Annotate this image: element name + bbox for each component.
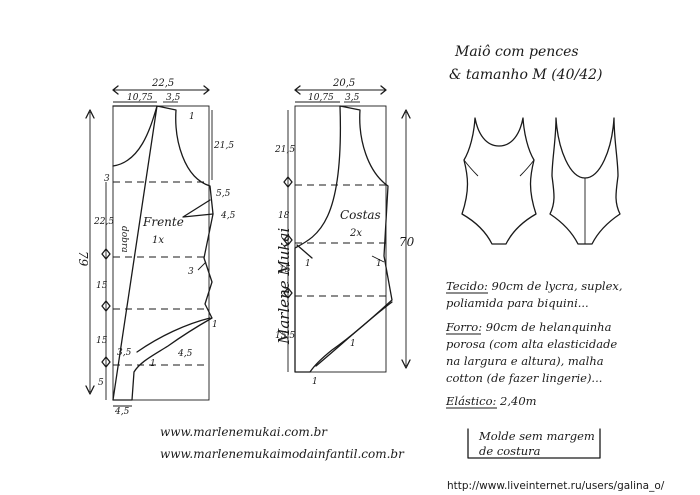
front-frame xyxy=(112,105,210,401)
seam-box xyxy=(467,428,601,459)
fabric-notes: Tecido: 90cm de lycra, suplex, poliamida… xyxy=(445,279,623,409)
title-line-1: Maiô com pences xyxy=(454,44,579,60)
back-label: Costas xyxy=(340,208,381,222)
front-top-mark: 1 xyxy=(189,112,195,122)
back-mark-c: 1 xyxy=(350,339,356,349)
back-mark-a: 1 xyxy=(305,259,311,269)
front-sketch-dart-left xyxy=(463,159,479,177)
back-dart-top xyxy=(296,244,313,259)
back-seg-b: 18 xyxy=(278,211,290,221)
back-seg-d: 15,5 xyxy=(275,331,295,341)
front-width-right: 3,5 xyxy=(166,93,181,103)
front-fold-label: dobra xyxy=(119,226,129,253)
front-seg-d: 15 xyxy=(96,336,108,346)
signature: Marlene Mukai xyxy=(275,227,293,345)
swimsuit-front-sketch xyxy=(461,117,537,245)
front-seg-ticks xyxy=(101,248,111,368)
front-side-c: 4,5 xyxy=(220,211,236,221)
front-sketch-dart-right xyxy=(519,159,535,177)
front-waist-dart xyxy=(197,261,207,271)
front-side-e: 1 xyxy=(212,320,218,330)
notes-line-3: Forro: 90cm de helanquinha xyxy=(445,320,612,334)
notes-line-7: Elástico: 2,40m xyxy=(445,394,537,408)
front-outline xyxy=(112,105,214,401)
front-seg-a: 21,5 xyxy=(213,141,234,151)
back-width-left: 10,75 xyxy=(308,93,334,103)
front-seg-c: 15 xyxy=(96,281,108,291)
back-height-arrows xyxy=(401,109,411,369)
front-seg-b: 22,5 xyxy=(93,217,114,227)
front-height-total: 79 xyxy=(76,251,90,267)
front-bottom: 4,5 xyxy=(114,407,130,417)
signature-text: Marlene Mukai xyxy=(275,227,293,345)
back-outline xyxy=(294,105,393,373)
back-seg-c: 15 xyxy=(279,265,291,275)
front-height-arrows xyxy=(85,109,95,395)
back-mark-d: 1 xyxy=(312,377,318,387)
notes-line-4: porosa (com alta elasticidade xyxy=(446,337,617,351)
front-side-d: 3 xyxy=(188,267,194,277)
front-width-left: 10,75 xyxy=(127,93,153,103)
title-line-2: & tamanho M (40/42) xyxy=(449,67,602,83)
seam-line-1: Molde sem margem xyxy=(478,429,595,443)
notes-line-5: na largura e altura), malha xyxy=(446,354,604,368)
back-seg-ticks xyxy=(283,176,293,299)
url-2: www.marlenemukaimodainfantil.com.br xyxy=(160,447,405,461)
front-width-total: 22,5 xyxy=(151,78,174,89)
watermark: http://www.liveinternet.ru/users/galina_… xyxy=(447,480,665,492)
back-side-dart xyxy=(371,255,385,263)
url-1: www.marlenemukai.com.br xyxy=(160,425,328,439)
front-width-arrows xyxy=(112,85,210,95)
front-label: Frente xyxy=(142,215,184,229)
back-seg-a: 21,5 xyxy=(274,145,295,155)
front-side-b: 5,5 xyxy=(216,189,231,199)
notes-line-2: poliamida para biquini... xyxy=(446,296,589,310)
front-pattern-piece: 22,5 10,75 3,5 1 79 22,5 15 15 5 21,5 3 … xyxy=(76,78,236,417)
front-seg-e: 5 xyxy=(98,378,104,388)
back-width-total: 20,5 xyxy=(332,78,355,89)
title-block: Maiô com pences & tamanho M (40/42) xyxy=(449,44,602,83)
back-count: 2x xyxy=(349,228,362,239)
website-links: www.marlenemukai.com.br www.marlenemukai… xyxy=(160,425,405,461)
seam-line-2: de costura xyxy=(479,444,541,458)
front-crotch-a: 3,5 xyxy=(117,348,132,358)
back-leg-curve xyxy=(315,301,393,367)
notes-line-6: cotton (de fazer lingerie)... xyxy=(446,371,602,385)
swimsuit-back-sketch xyxy=(549,117,621,245)
back-height-total: 70 xyxy=(399,235,415,249)
front-count: 1x xyxy=(152,235,164,246)
front-leg-curve xyxy=(136,317,211,353)
back-pattern-piece: 20,5 10,75 3,5 21,5 18 15 15,5 70 1 1 1 … xyxy=(274,78,415,387)
front-side-a: 3 xyxy=(104,174,110,184)
front-bust-dart xyxy=(182,199,214,218)
seam-allowance-note: Molde sem margem de costura xyxy=(467,428,601,459)
back-width-arrows xyxy=(294,85,387,95)
notes-line-1: Tecido: 90cm de lycra, suplex, xyxy=(446,279,623,293)
back-mark-b: 1 xyxy=(376,259,382,269)
front-crotch-b: 4,5 xyxy=(177,349,193,359)
back-width-right: 3,5 xyxy=(345,93,360,103)
front-crotch-c: 1 xyxy=(150,359,156,369)
